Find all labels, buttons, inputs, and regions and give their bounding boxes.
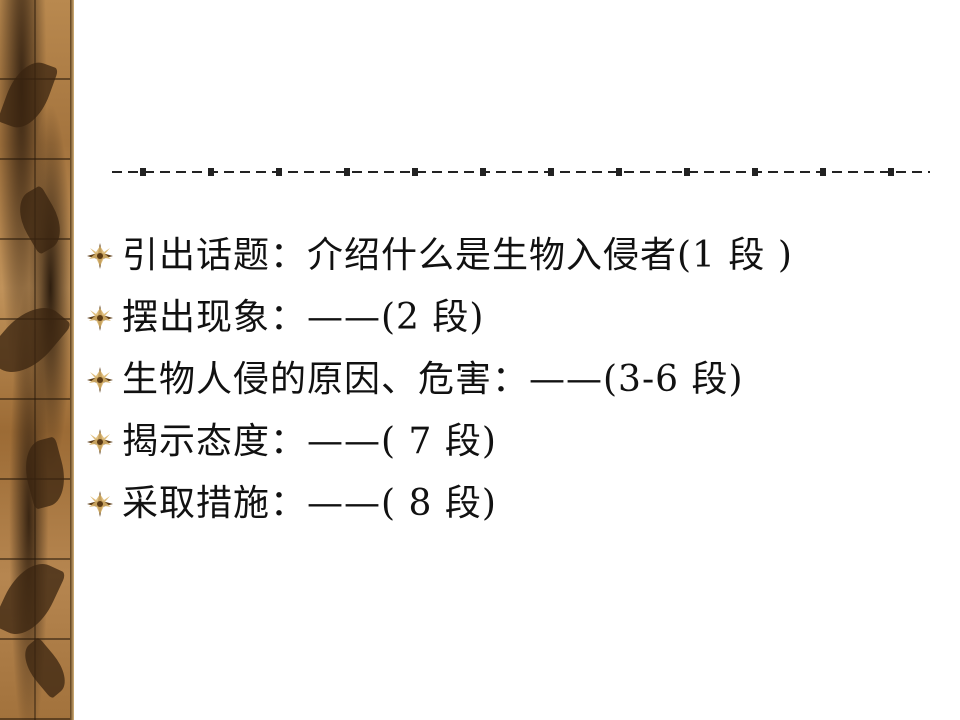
leaf-decoration (0, 55, 59, 135)
star-burst-icon (87, 367, 113, 393)
star-burst-icon (87, 429, 113, 455)
leaf-decoration (9, 185, 71, 255)
bullet-list: 引出话题：介绍什么是生物入侵者(1 段 ) 摆出现象：——(2 段) 生物 (86, 232, 946, 542)
star-burst-icon (87, 305, 113, 331)
star-burst-icon (87, 491, 113, 517)
bullet-item: 摆出现象：——(2 段) (86, 294, 946, 342)
leaf-decoration (0, 553, 67, 645)
leaf-decoration (15, 636, 75, 700)
bullet-item: 引出话题：介绍什么是生物入侵者(1 段 ) (86, 232, 946, 280)
strip-edge (70, 0, 74, 720)
leaf-decoration (0, 293, 73, 387)
bullet-text: 采取措施：——( 8 段) (122, 483, 497, 524)
star-burst-icon (87, 243, 113, 269)
bullet-item: 揭示态度：——( 7 段) (86, 418, 946, 466)
bullet-text: 引出话题：介绍什么是生物入侵者(1 段 ) (122, 235, 793, 276)
decorative-wood-strip (0, 0, 75, 720)
dashed-separator (112, 168, 930, 176)
bullet-text: 生物人侵的原因、危害：——(3-6 段) (122, 359, 744, 400)
bullet-text: 摆出现象：——(2 段) (122, 297, 485, 338)
bullet-item: 生物人侵的原因、危害：——(3-6 段) (86, 356, 946, 404)
bullet-item: 采取措施：——( 8 段) (86, 480, 946, 528)
leaf-decoration (18, 436, 72, 510)
bullet-text: 揭示态度：——( 7 段) (122, 421, 497, 462)
